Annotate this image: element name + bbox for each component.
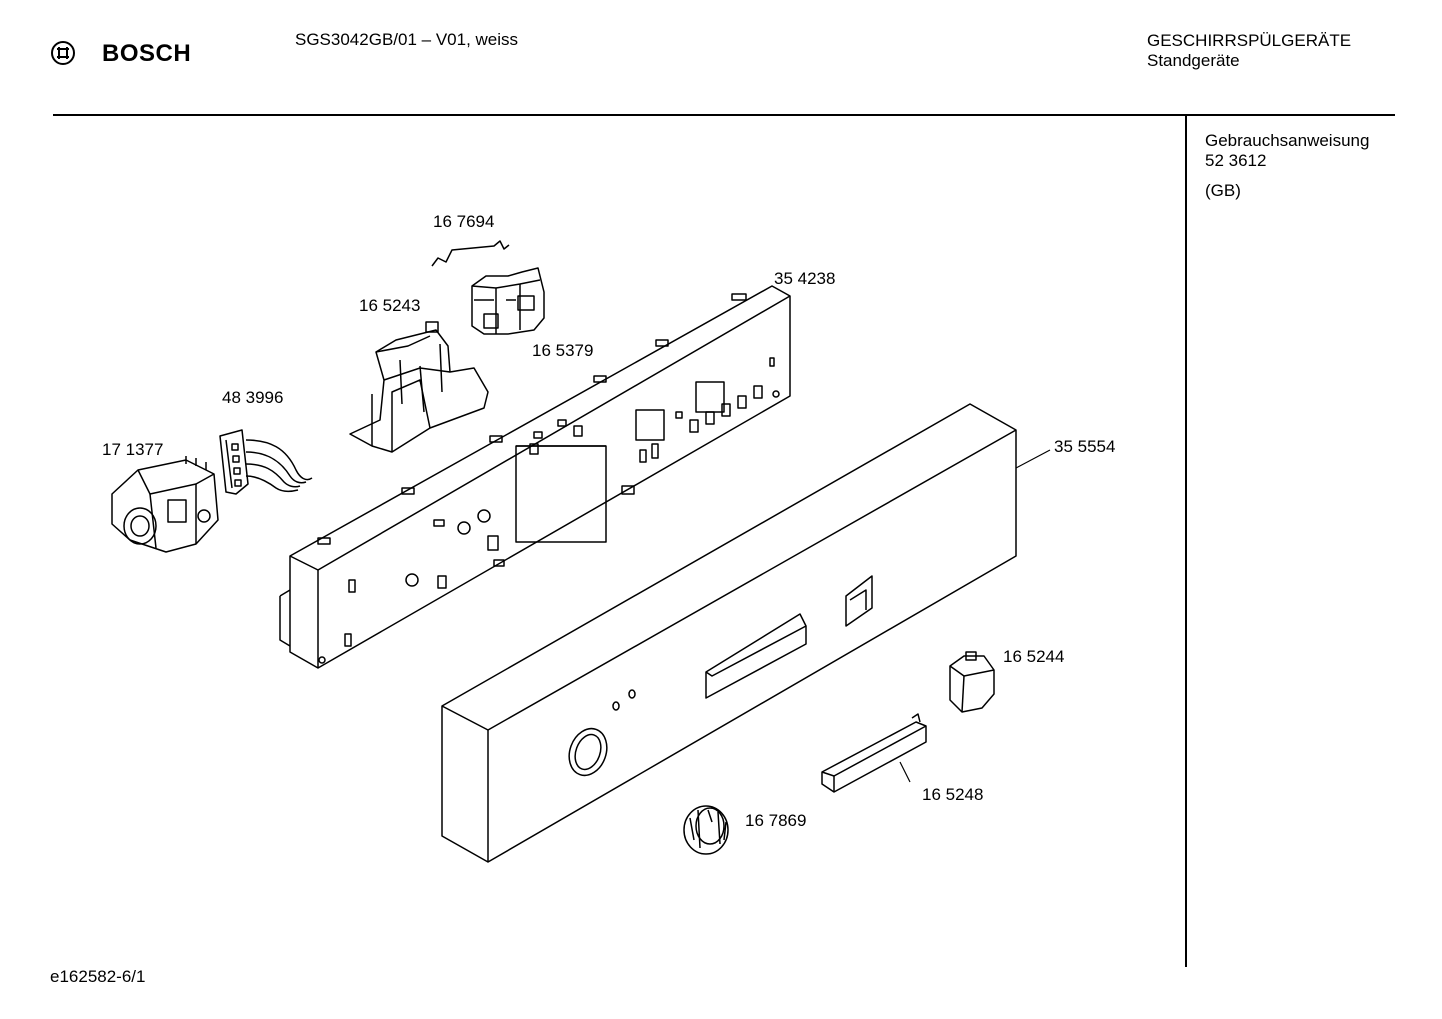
switch-block-part (471, 267, 545, 335)
part-label: 17 1377 (102, 440, 164, 459)
part-label: 16 5244 (1003, 647, 1065, 666)
bosch-armature-icon (51, 41, 75, 65)
drawing-id: e162582-6/1 (50, 967, 146, 986)
header-divider (53, 114, 1395, 116)
subcategory-title: Standgeräte (1147, 51, 1240, 70)
manual-label: Gebrauchsanweisung (1205, 131, 1370, 150)
part-label: 16 7694 (433, 212, 495, 231)
manual-language: (GB) (1205, 181, 1241, 200)
model-title: SGS3042GB/01 – V01, weiss (295, 30, 519, 49)
push-button-part (949, 651, 995, 713)
bosch-logo (50, 40, 80, 70)
part-label: 35 5554 (1054, 437, 1116, 456)
timer-switch-part (111, 456, 219, 553)
part-label: 16 5243 (359, 296, 421, 315)
bracket-part (349, 321, 489, 453)
connector-part (219, 429, 313, 495)
part-label: 16 5248 (922, 785, 984, 804)
part-label: 16 5379 (532, 341, 594, 360)
leader-lines (899, 449, 1051, 783)
sidebar-divider (1185, 116, 1187, 967)
spring-clip-part (431, 240, 510, 267)
part-label: 35 4238 (774, 269, 836, 288)
rotary-knob-part (683, 805, 729, 855)
category-title: GESCHIRRSPÜLGERÄTE (1147, 31, 1352, 50)
control-panel-carrier-part (279, 285, 791, 669)
part-label: 16 7869 (745, 811, 807, 830)
indicator-strip-part (821, 713, 927, 793)
fascia-panel-part (441, 403, 1017, 863)
manual-number: 52 3612 (1205, 151, 1267, 170)
brand-name: BOSCH (102, 40, 192, 67)
part-label: 48 3996 (222, 388, 284, 407)
